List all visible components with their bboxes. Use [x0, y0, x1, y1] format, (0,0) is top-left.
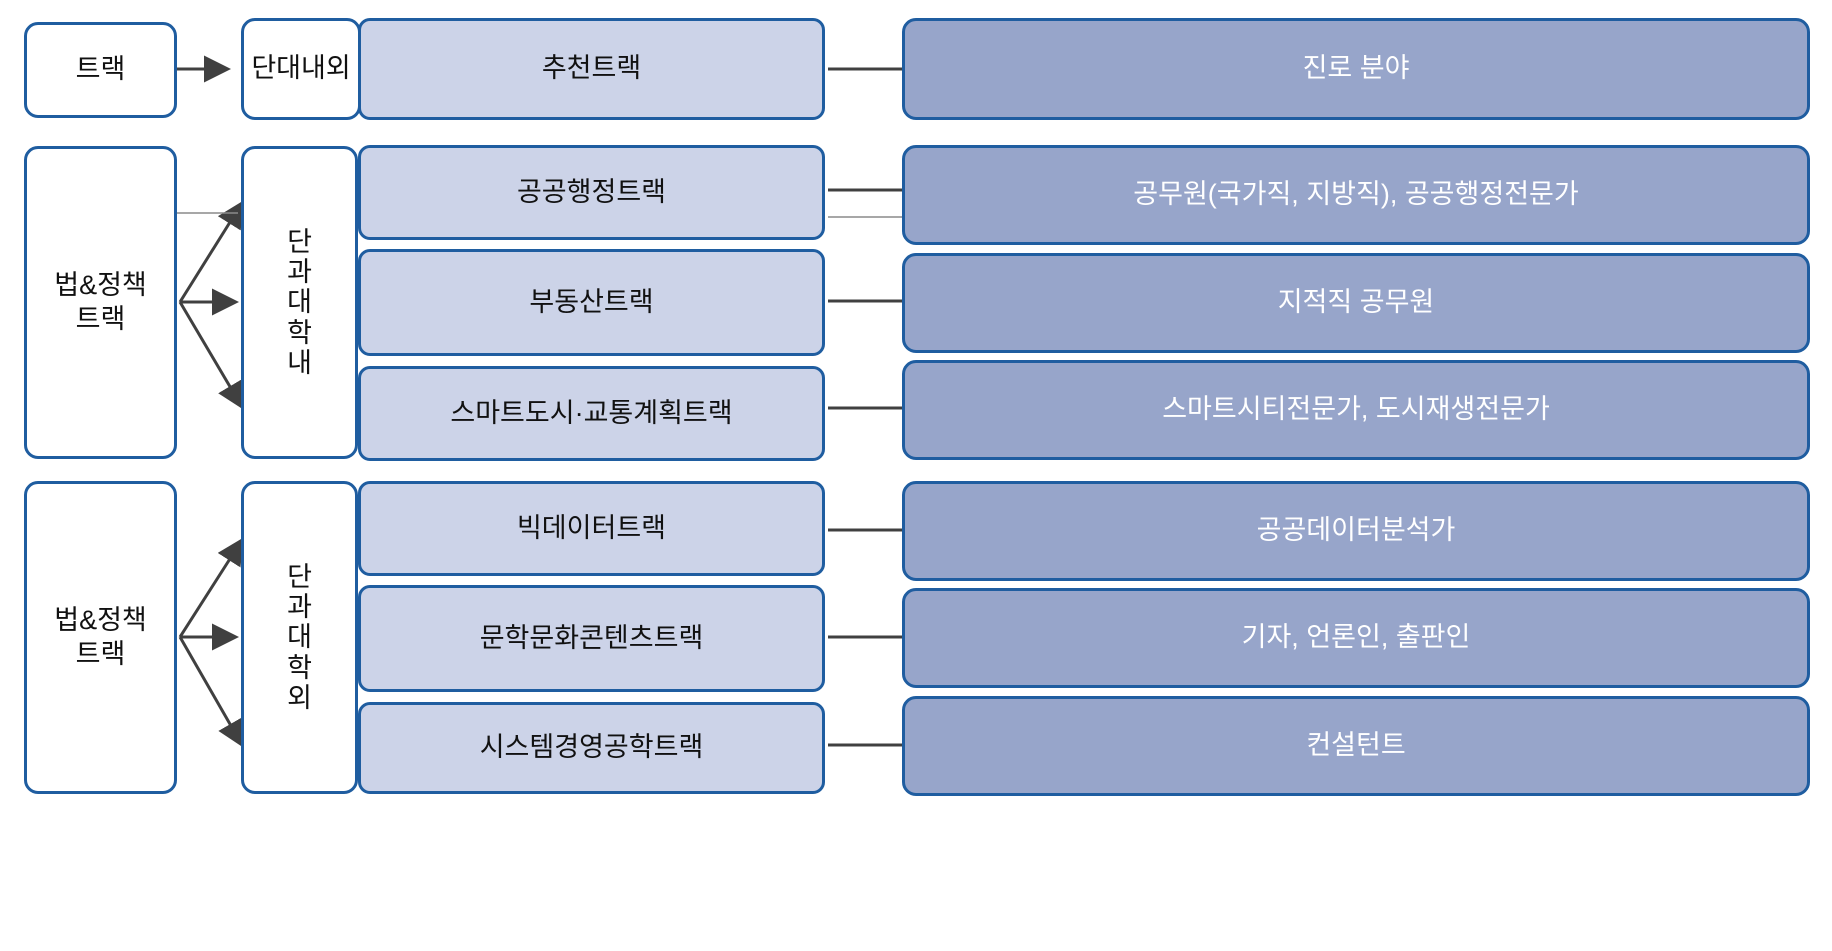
scope-box-group-1[interactable]: 단대내외 [241, 18, 361, 120]
source-box-group-2[interactable]: 법&정책 트랙 [24, 146, 177, 459]
track-box-3-3[interactable]: 시스템경영공학트랙 [358, 702, 825, 794]
source-box-group-1[interactable]: 트랙 [24, 22, 177, 118]
scope-char: 대 [287, 287, 312, 318]
career-box-2-2[interactable]: 지적직 공무원 [902, 253, 1810, 353]
career-label: 컨설턴트 [1306, 730, 1406, 761]
career-box-3-3[interactable]: 컨설턴트 [902, 696, 1810, 796]
track-label: 시스템경영공학트랙 [479, 732, 704, 763]
career-label: 기자, 언론인, 출판인 [1241, 622, 1471, 653]
career-box-1-1[interactable]: 진로 분야 [902, 18, 1810, 120]
track-label: 스마트도시·교통계획트랙 [450, 397, 733, 428]
track-box-1-1[interactable]: 추천트랙 [358, 18, 825, 120]
career-label: 지적직 공무원 [1277, 287, 1435, 318]
track-label: 문학문화콘텐츠트랙 [479, 622, 704, 653]
career-box-3-2[interactable]: 기자, 언론인, 출판인 [902, 588, 1810, 688]
scope-char: 학 [287, 317, 312, 348]
track-label: 추천트랙 [541, 53, 642, 84]
career-box-2-1[interactable]: 공무원(국가직, 지방직), 공공행정전문가 [902, 145, 1810, 245]
career-label: 공공데이터분석가 [1256, 515, 1456, 546]
track-label: 부동산트랙 [529, 286, 654, 317]
track-label: 빅데이터트랙 [516, 512, 667, 543]
source-label: 트랙 [75, 54, 126, 85]
source-label: 법&정책 트랙 [54, 604, 147, 669]
scope-char: 학 [287, 652, 312, 683]
source-box-group-3[interactable]: 법&정책 트랙 [24, 481, 177, 794]
track-box-2-3[interactable]: 스마트도시·교통계획트랙 [358, 366, 825, 461]
scope-char: 단 [287, 226, 312, 257]
track-box-3-1[interactable]: 빅데이터트랙 [358, 481, 825, 576]
career-label: 스마트시티전문가, 도시재생전문가 [1162, 394, 1550, 425]
track-label: 공공행정트랙 [516, 176, 667, 207]
career-label: 진로 분야 [1302, 53, 1410, 84]
track-box-3-2[interactable]: 문학문화콘텐츠트랙 [358, 585, 825, 692]
scope-char: 과 [287, 257, 312, 288]
scope-char: 과 [287, 592, 312, 623]
track-box-2-2[interactable]: 부동산트랙 [358, 249, 825, 356]
arrow-fan-group-3 [178, 537, 244, 748]
scope-label: 단대내외 [251, 53, 351, 84]
career-box-2-3[interactable]: 스마트시티전문가, 도시재생전문가 [902, 360, 1810, 460]
scope-box-group-3[interactable]: 단 과 대 학 외 [241, 481, 358, 794]
career-box-3-1[interactable]: 공공데이터분석가 [902, 481, 1810, 581]
scope-char: 단 [287, 561, 312, 592]
track-box-2-1[interactable]: 공공행정트랙 [358, 145, 825, 240]
scope-char: 외 [287, 682, 312, 713]
source-label: 법&정책 트랙 [54, 269, 147, 334]
scope-char: 내 [287, 347, 312, 378]
scope-box-group-2[interactable]: 단 과 대 학 내 [241, 146, 358, 459]
career-label: 공무원(국가직, 지방직), 공공행정전문가 [1133, 179, 1579, 210]
scope-char: 대 [287, 622, 312, 653]
